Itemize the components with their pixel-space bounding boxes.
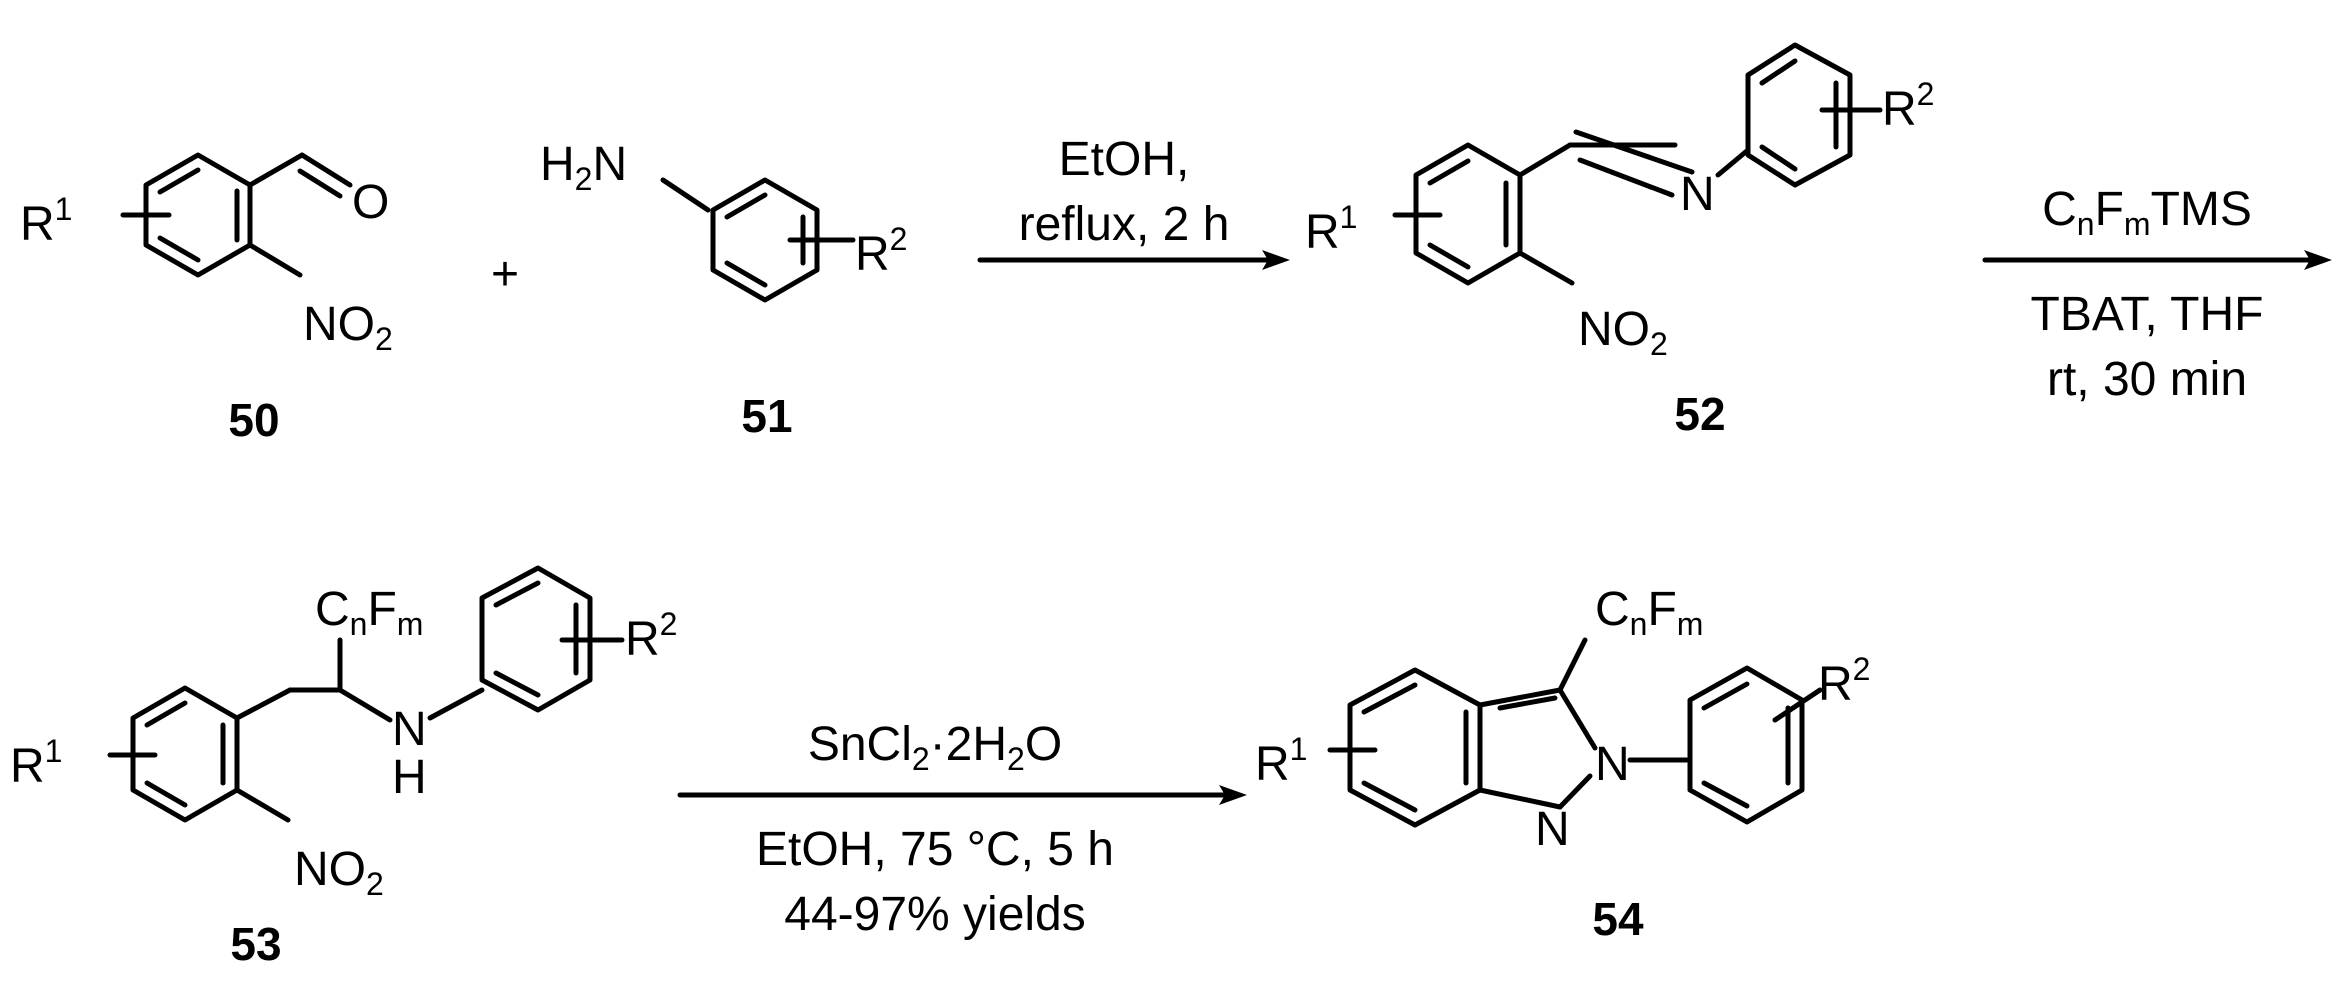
benzene-ring-54b [1687, 665, 1823, 825]
nitro-group-50: NO2 [303, 298, 393, 357]
benzene-ring-53b [479, 565, 625, 713]
compound-label-54: 54 [1592, 893, 1644, 945]
compound-label-51: 51 [741, 390, 792, 442]
plus-sign: + [491, 248, 519, 301]
step2-reagent: CnFmTMS [2042, 183, 2252, 242]
r1-substituent-53: R1 [10, 733, 62, 793]
reaction-arrow-step3 [677, 785, 1247, 805]
perfluoroalkyl-54: CnFm [1595, 583, 1703, 642]
benzene-ring-52b [1745, 42, 1883, 188]
step1-conditions-line2: reflux, 2 h [1019, 198, 1230, 251]
compound-52: R1 N R2 NO2 52 [1305, 42, 1934, 440]
aldehyde-oxygen: O [352, 176, 389, 229]
step2-conditions-line3: rt, 30 min [2047, 353, 2247, 406]
compound-label-50: 50 [228, 394, 279, 446]
compound-50: O NO2 R1 50 [20, 152, 393, 446]
amine-hydrogen-53: H [392, 751, 427, 804]
step3-reagent: SnCl2·2H2O [808, 718, 1062, 777]
pyrazole-nitrogen-2: N [1595, 738, 1630, 791]
amine-nitrogen-53: N [392, 703, 427, 756]
compound-53: R1 CnFm N H R2 NO2 53 [10, 565, 677, 970]
r1-substituent-54: R1 [1255, 731, 1307, 791]
reaction-arrow-step2 [1982, 250, 2332, 270]
r2-substituent-53: R2 [625, 606, 677, 666]
amine-group-51: H2N [540, 138, 627, 197]
benzene-ring-52 [1392, 142, 1523, 286]
reaction-arrow-step1 [977, 250, 1290, 270]
benzene-ring-53 [107, 685, 240, 823]
compound-label-52: 52 [1674, 388, 1725, 440]
benzene-ring-50 [120, 152, 253, 278]
step1-conditions-line1: EtOH, [1059, 133, 1190, 186]
benzene-ring-54 [1327, 667, 1483, 828]
step3-conditions-line2: EtOH, 75 °C, 5 h [756, 823, 1114, 876]
imine-nitrogen-52: N [1680, 168, 1715, 221]
perfluoroalkyl-53: CnFm [315, 583, 423, 642]
pyrazole-nitrogen-1: N [1535, 803, 1570, 856]
step2-conditions-line2: TBAT, THF [2031, 288, 2264, 341]
compound-51: H2N R2 51 [540, 138, 907, 442]
r2-substituent-52: R2 [1882, 76, 1934, 136]
step3-conditions-line3: 44-97% yields [784, 888, 1086, 941]
r2-substituent-54: R2 [1818, 651, 1870, 711]
nitro-group-53: NO2 [294, 843, 384, 902]
r2-substituent-51: R2 [855, 221, 907, 281]
nitro-group-52: NO2 [1578, 303, 1668, 362]
r1-substituent-52: R1 [1305, 199, 1357, 259]
compound-label-53: 53 [230, 918, 281, 970]
aldehyde-group-50: O [247, 152, 389, 229]
r1-substituent-50: R1 [20, 191, 72, 251]
compound-54: R1 CnFm N N R2 54 [1255, 583, 1870, 945]
pyrazole-ring-54 [1477, 687, 1598, 810]
